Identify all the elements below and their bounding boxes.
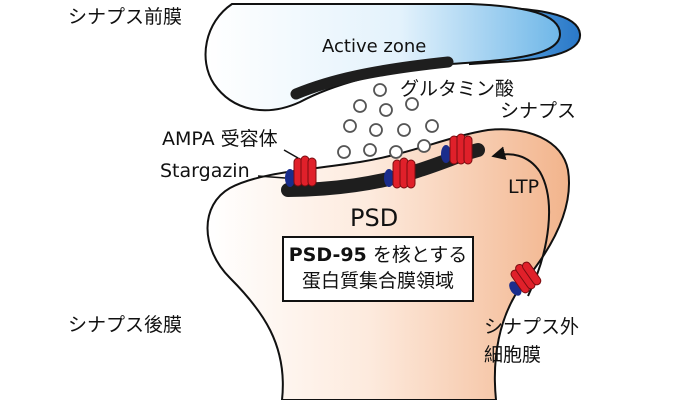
- stargazin-label: Stargazin: [160, 160, 250, 182]
- psd95-bold-text: PSD-95: [288, 244, 367, 267]
- ampa-subunit: [521, 261, 542, 286]
- glutamate-molecule: [373, 83, 387, 97]
- psd-label: PSD: [350, 204, 399, 232]
- glutamate-molecule: [405, 97, 419, 111]
- glutamate-molecule: [425, 119, 439, 133]
- ampa-subunit: [307, 157, 317, 187]
- synapse-label: シナプス: [500, 100, 577, 122]
- ampa-subunit: [406, 159, 416, 189]
- glutamate-molecule: [353, 99, 367, 113]
- glutamate-molecules: [337, 83, 439, 159]
- active-zone-label: Active zone: [322, 36, 427, 57]
- glutamate-molecule: [369, 123, 383, 137]
- glutamate-molecule: [389, 145, 403, 159]
- glutamate-molecule: [397, 123, 411, 137]
- active-zone-thickening: [290, 56, 454, 100]
- psd95-line: PSD-95 を核とする: [289, 243, 468, 269]
- postsynaptic-membrane-label: シナプス後膜: [68, 314, 183, 336]
- stargazin-subunit: [384, 169, 394, 187]
- glutamate-molecule: [363, 143, 377, 157]
- ampa-receptor-3: [441, 133, 473, 165]
- stargazin-subunit: [285, 169, 295, 187]
- ampa-leader-line: [283, 149, 299, 159]
- extrasynaptic-label-line1: シナプス外: [484, 316, 580, 338]
- ampa-receptor-2: [384, 157, 416, 189]
- presynaptic-terminal: [204, 3, 582, 112]
- ltp-label: LTP: [508, 176, 540, 198]
- ltp-arrow: [491, 146, 550, 297]
- glutamate-molecule: [343, 119, 357, 133]
- glutamate-molecule: [337, 145, 351, 159]
- psd95-complex-box: PSD-95 を核とする 蛋白質集合膜領域: [282, 236, 474, 302]
- glutamate-label: グルタミン酸: [400, 78, 515, 100]
- ampa-receptor-label: AMPA 受容体: [162, 128, 278, 150]
- presynaptic-membrane-label: シナプス前膜: [68, 6, 183, 28]
- psd95-rest-text: を核とする: [366, 244, 468, 267]
- ampa-receptor-extrasynaptic: [509, 261, 542, 296]
- extrasynaptic-label-line2: 細胞膜: [484, 344, 542, 366]
- glutamate-molecule: [379, 103, 393, 117]
- stargazin-leader-line: [257, 175, 286, 179]
- ampa-receptor-1: [285, 155, 317, 187]
- stargazin-subunit: [441, 145, 451, 163]
- ampa-subunit: [463, 135, 473, 165]
- complex-line: 蛋白質集合膜領域: [301, 270, 454, 292]
- glutamate-molecule: [417, 139, 431, 153]
